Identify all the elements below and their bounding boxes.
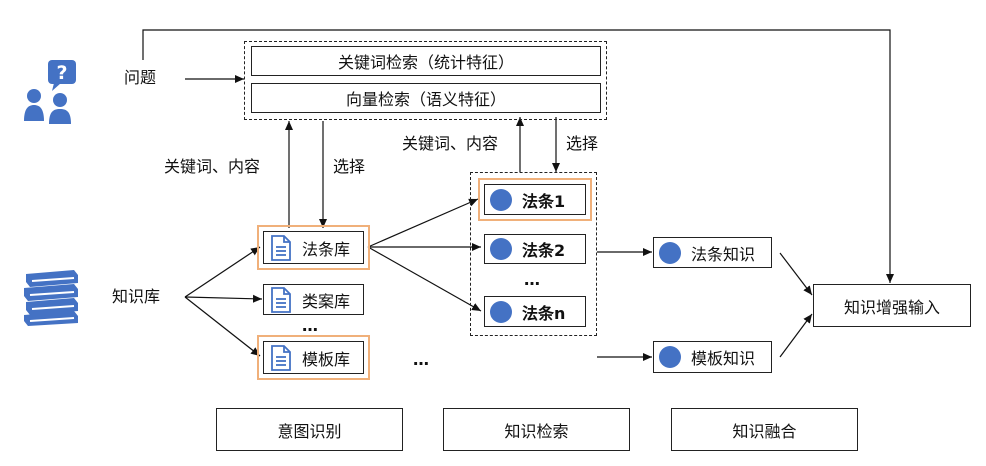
keyword-content-label-right: 关键词、内容 — [402, 134, 499, 153]
library-ellipsis: … — [302, 316, 319, 335]
middle-ellipsis: … — [413, 350, 430, 369]
retrieval-group — [244, 41, 607, 120]
document-icon — [271, 286, 291, 313]
circle-icon — [659, 346, 681, 368]
circle-icon — [490, 300, 512, 323]
keyword-content-label-left: 关键词、内容 — [164, 157, 261, 176]
svg-text:?: ? — [56, 62, 67, 84]
article-1-label: 法条1 — [522, 191, 566, 211]
document-icon — [271, 234, 291, 261]
question-label: 问题 — [124, 68, 157, 87]
article-library-label: 法条库 — [302, 239, 351, 259]
template-library-label: 模板库 — [302, 349, 351, 369]
template-knowledge-box: 模板知识 — [653, 341, 772, 373]
case-library-box: 类案库 — [263, 284, 364, 315]
stage-knowledge-fusion: 知识融合 — [671, 408, 858, 451]
article-library-box: 法条库 — [263, 231, 364, 264]
select-label-right: 选择 — [566, 134, 599, 153]
user-question-icon: ? — [24, 60, 76, 124]
document-icon — [271, 344, 291, 371]
keyword-retrieval-box: 关键词检索（统计特征） — [251, 46, 601, 76]
article-1-box: 法条1 — [484, 184, 586, 215]
circle-icon — [490, 238, 512, 260]
select-label-left: 选择 — [333, 157, 366, 176]
stage-knowledge-retrieval: 知识检索 — [443, 408, 630, 451]
highlight-template-library — [257, 335, 370, 380]
highlight-article-library — [257, 225, 370, 270]
circle-icon — [490, 188, 512, 211]
stage-intent-recognition: 意图识别 — [216, 408, 403, 451]
articles-ellipsis: … — [524, 270, 541, 289]
articles-group — [470, 172, 597, 336]
template-library-box: 模板库 — [263, 341, 364, 374]
article-n-label: 法条n — [522, 303, 566, 323]
knowledge-base-label: 知识库 — [112, 287, 161, 306]
highlight-article-1 — [478, 178, 592, 221]
article-n-box: 法条n — [484, 296, 586, 327]
article-knowledge-label: 法条知识 — [691, 244, 756, 264]
article-knowledge-box: 法条知识 — [653, 237, 772, 268]
books-icon — [24, 270, 78, 326]
article-2-box: 法条2 — [484, 234, 586, 264]
enhanced-input-box: 知识增强输入 — [813, 284, 971, 327]
case-library-label: 类案库 — [302, 291, 351, 311]
template-knowledge-label: 模板知识 — [691, 349, 756, 368]
vector-retrieval-box: 向量检索（语义特征） — [251, 83, 601, 113]
article-2-label: 法条2 — [522, 241, 566, 260]
circle-icon — [659, 241, 681, 264]
